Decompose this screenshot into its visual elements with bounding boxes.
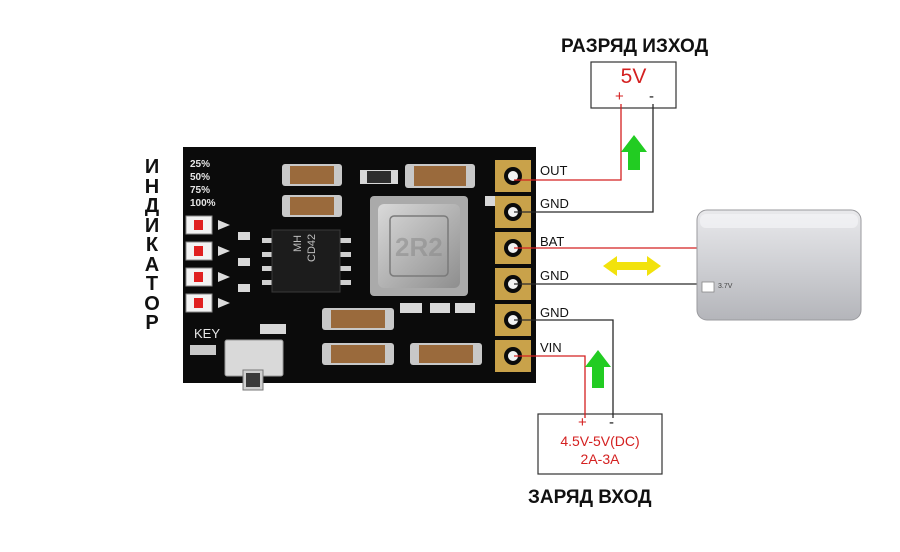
battery-label: 3.7V [718, 283, 733, 290]
wires [514, 104, 700, 418]
chip-marking-1: MH [292, 234, 304, 252]
pcb-board [183, 147, 536, 391]
output-voltage: 5V [620, 65, 647, 88]
pin-label-bat: BAT [540, 234, 565, 249]
indicator-letter: А [144, 253, 160, 276]
wire-out-negative [514, 104, 654, 213]
indicator-letter: Т [145, 273, 159, 295]
input-box [537, 413, 663, 475]
led-level-50: 50% [190, 172, 211, 183]
pin-label-gnd-2: GND [540, 268, 569, 283]
wire-out-positive [514, 104, 622, 181]
battery [696, 209, 862, 321]
led-indicators [185, 215, 230, 313]
output-box [590, 61, 677, 109]
key-button [190, 339, 284, 391]
led-level-100: 100% [190, 198, 216, 209]
ic-chip [262, 229, 351, 293]
wire-in-negative [514, 319, 614, 418]
pin-label-gnd-3: GND [540, 305, 569, 320]
input-plus-sign: + [578, 414, 587, 431]
indicator-letter: Н [144, 175, 160, 198]
indicator-letter: К [145, 234, 159, 256]
discharge-output-title: РАЗРЯД ИЗХОД [561, 36, 709, 57]
indicator-letter: И [144, 214, 160, 237]
pin-label-vin: VIN [540, 340, 562, 355]
charge-input-title: ЗАРЯД ВХОД [528, 487, 652, 508]
input-minus-sign: - [609, 414, 614, 431]
inductor-marking: 2R2 [395, 232, 443, 262]
pin-label-gnd-1: GND [540, 196, 569, 211]
chip-marking-2: CD42 [306, 233, 318, 262]
output-minus-sign: - [649, 88, 654, 105]
inductor [370, 196, 468, 296]
indicator-letter: И [144, 156, 160, 178]
pin-label-out: OUT [540, 163, 568, 178]
input-current: 2A-3A [580, 451, 620, 467]
green-arrow-up-icon [585, 350, 611, 388]
smd-components [238, 164, 503, 365]
green-arrow-up-icon [621, 135, 647, 170]
indicator-letter: О [144, 292, 160, 315]
output-plus-sign: + [615, 88, 624, 105]
key-label: KEY [194, 326, 221, 341]
yellow-double-arrow-icon [603, 256, 661, 276]
input-voltage: 4.5V-5V(DC) [560, 433, 640, 449]
led-level-75: 75% [190, 185, 211, 196]
indicator-letter: Д [144, 195, 160, 217]
wire-in-positive [514, 355, 586, 418]
indicator-letter: Р [145, 312, 159, 334]
led-level-25: 25% [190, 159, 211, 170]
